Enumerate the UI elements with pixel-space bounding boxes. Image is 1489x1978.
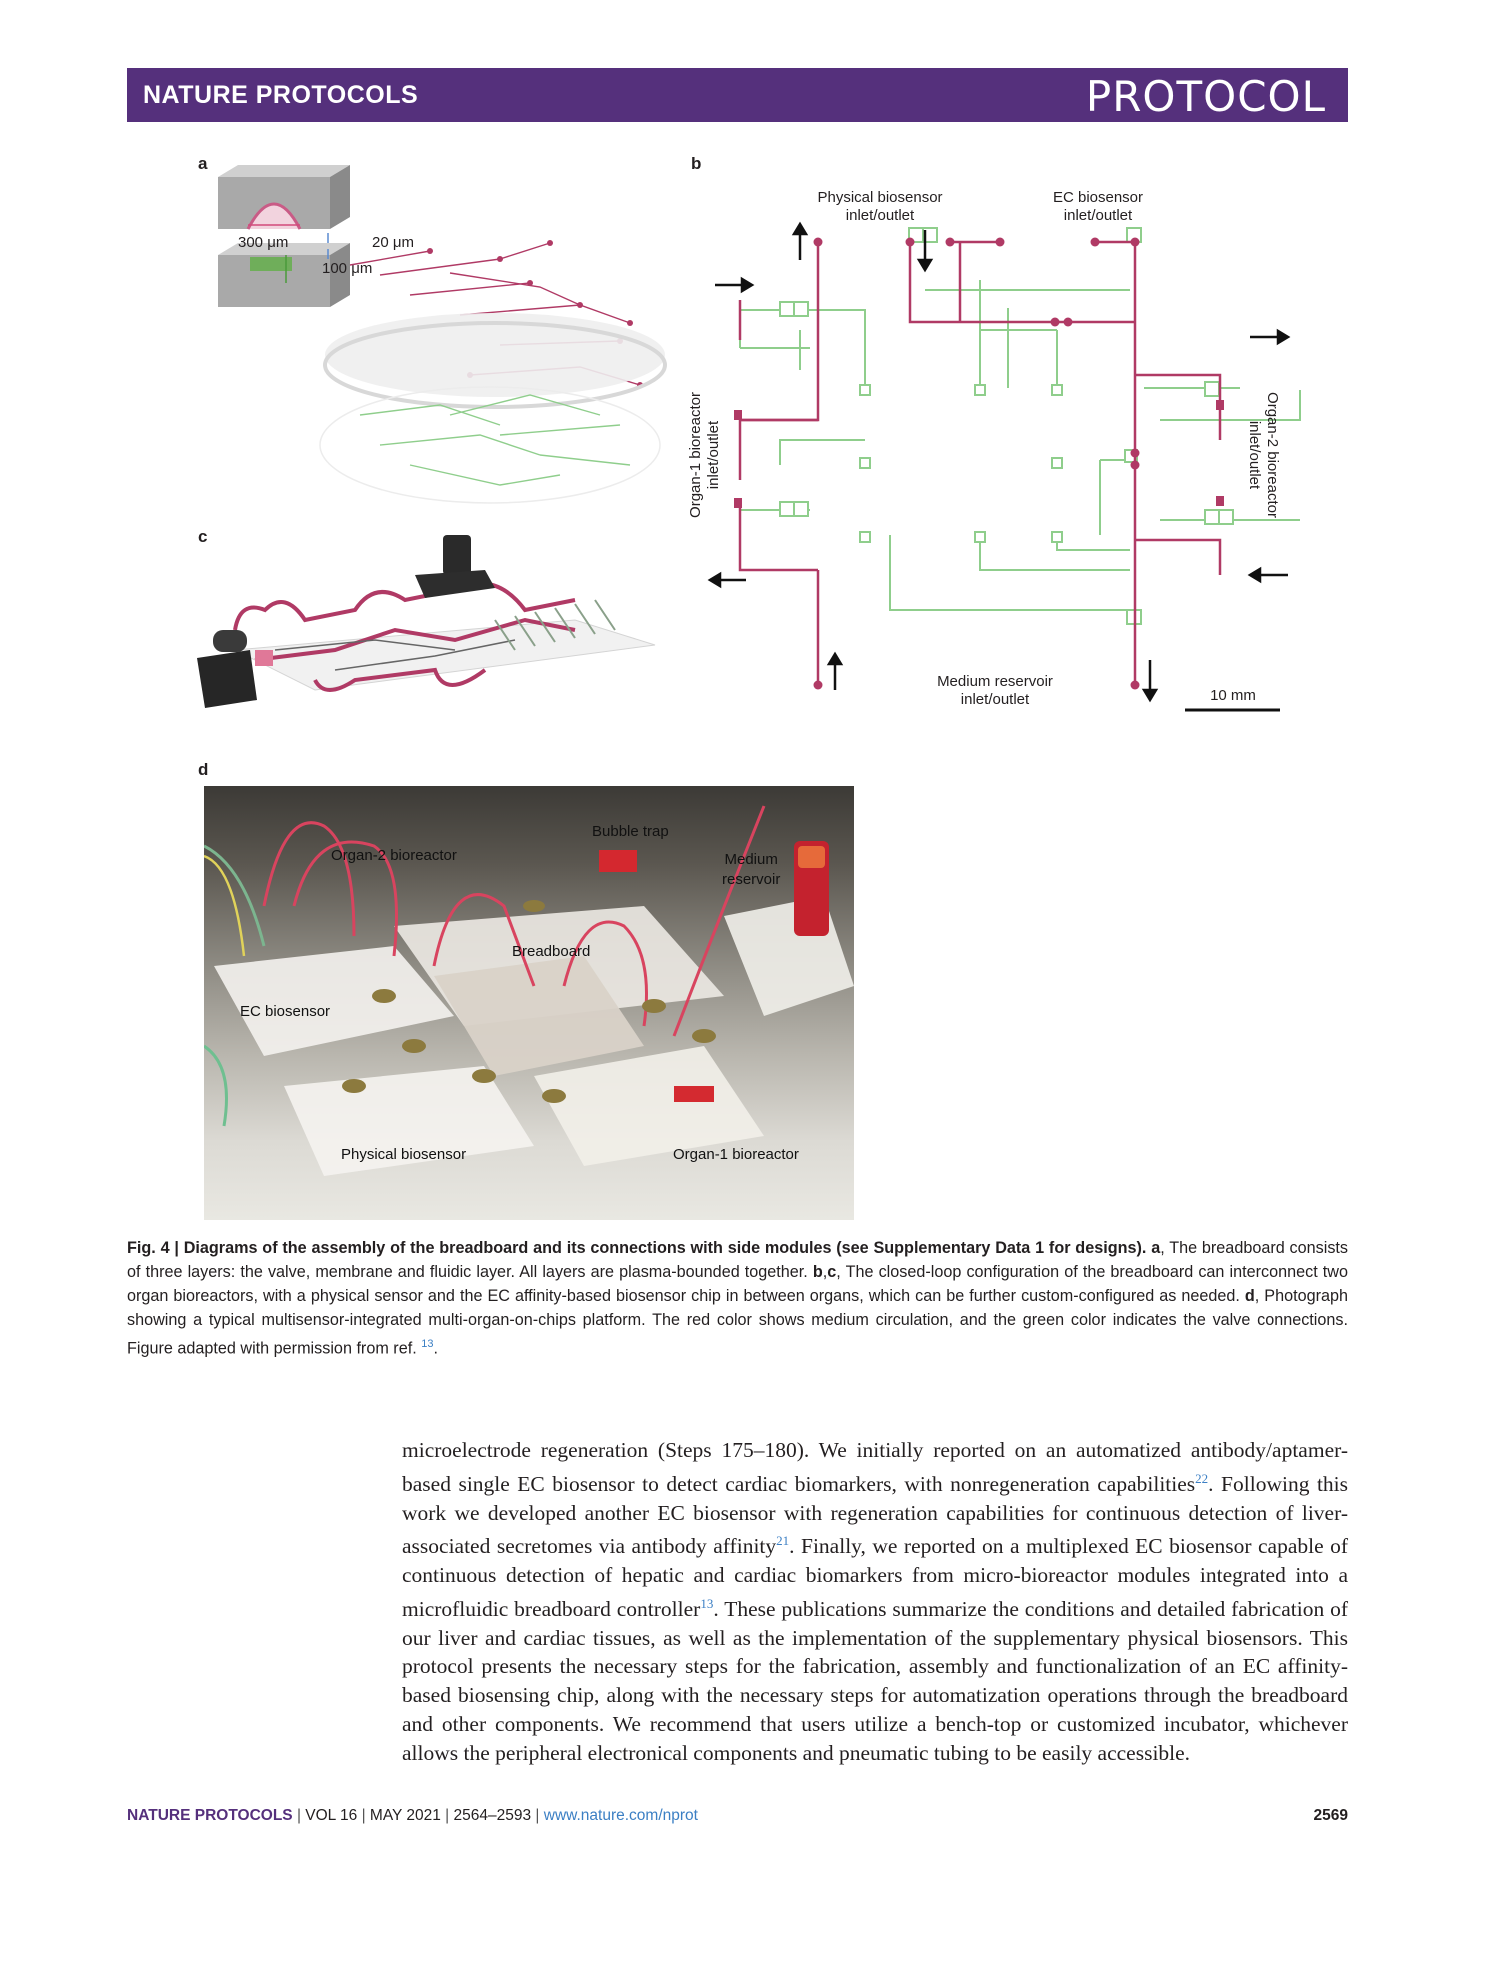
organ1-label-1: Organ-1 bioreactor (687, 392, 704, 518)
footer-pages: 2564–2593 (453, 1807, 532, 1824)
panel-c-letter: c (198, 527, 208, 546)
body-text-4: . These publications summarize the condi… (402, 1596, 1348, 1765)
breadboard-label: Breadboard (512, 943, 591, 960)
organ1-bioreactor-label: Organ-1 bioreactor (673, 1146, 799, 1163)
panel-c-rendering (197, 535, 656, 708)
caption-sep: , (822, 1263, 828, 1281)
scale-bar-label: 10 mm (1210, 687, 1256, 704)
figure-caption: Fig. 4 | Diagrams of the assembly of the… (127, 1236, 1348, 1360)
ec-biosensor-label: EC biosensor (240, 1003, 331, 1020)
medium-label-1: Medium reservoir (937, 673, 1053, 690)
footer-journal: NATURE PROTOCOLS (127, 1807, 293, 1824)
ec-inlet-label-1: EC biosensor (1053, 189, 1143, 206)
footer-url-link[interactable]: www.nature.com/nprot (543, 1807, 698, 1824)
caption-a-text: , The breadboard consists of three layer… (127, 1239, 1348, 1281)
panel-b-breadboard-diagram: Physical biosensor inlet/outlet EC biose… (687, 189, 1301, 712)
panel-b-letter: b (691, 154, 702, 173)
organ2-label-1: Organ-2 bioreactor (1264, 392, 1281, 518)
ec-inlet-label-2: inlet/outlet (1064, 207, 1133, 224)
physical-biosensor-label: Physical biosensor (341, 1146, 467, 1163)
body-paragraph: microelectrode regeneration (Steps 175–1… (402, 1436, 1348, 1767)
caption-key-a: a (1151, 1239, 1161, 1257)
caption-key-d: d (1244, 1287, 1255, 1305)
footer-date: MAY 2021 (369, 1807, 441, 1824)
caption-bc-text: , The closed-loop configuration of the b… (127, 1263, 1348, 1305)
panel-a-letter: a (198, 154, 208, 173)
journal-name: NATURE PROTOCOLS (143, 81, 419, 109)
physical-inlet-label-2: inlet/outlet (846, 207, 915, 224)
caption-end: . (433, 1339, 438, 1358)
caption-d-text: , Photograph showing a typical multisens… (127, 1287, 1349, 1358)
article-type: PROTOCOL (1085, 72, 1326, 121)
reference-21[interactable]: 21 (776, 1533, 790, 1549)
organ2-label-2: inlet/outlet (1246, 421, 1263, 490)
medium-reservoir-label: Medium reservoir (722, 851, 781, 888)
reference-13[interactable]: 13 (700, 1595, 714, 1611)
organ2-bioreactor-label: Organ-2 bioreactor (331, 847, 457, 864)
reference-22[interactable]: 22 (1195, 1470, 1209, 1486)
physical-inlet-label-1: Physical biosensor (817, 189, 942, 206)
body-text-2: . Following this work we developed anoth… (402, 1471, 1349, 1559)
bubble-trap-label: Bubble trap (592, 823, 669, 840)
gap-label: 20 μm (372, 234, 414, 251)
panel-a-illustration: 300 μm 20 μm 100 μm (218, 165, 667, 504)
panel-d-letter: d (198, 760, 209, 779)
journal-header: NATURE PROTOCOLS PROTOCOL (127, 68, 1348, 122)
medium-label-2: inlet/outlet (961, 691, 1030, 708)
depth-label: 100 μm (322, 260, 372, 277)
page-footer: NATURE PROTOCOLS | VOL 16 | MAY 2021 | 2… (127, 1807, 1348, 1824)
footer-volume: VOL 16 (305, 1807, 358, 1824)
width-label: 300 μm (238, 234, 288, 251)
page-number: 2569 (1313, 1807, 1348, 1824)
organ1-label-2: inlet/outlet (705, 420, 722, 489)
caption-reference[interactable]: 13 (421, 1338, 434, 1350)
caption-key-c: c (827, 1263, 837, 1281)
body-text-1: microelectrode regeneration (Steps 175–1… (402, 1438, 1348, 1496)
panel-d-photograph: Bubble trap Organ-2 bioreactor Medium re… (204, 786, 854, 1220)
caption-key-b: b (812, 1263, 823, 1281)
body-text-3: . Finally, we reported on a multiplexed … (402, 1534, 1349, 1621)
caption-title: Fig. 4 | Diagrams of the assembly of the… (127, 1239, 1147, 1257)
